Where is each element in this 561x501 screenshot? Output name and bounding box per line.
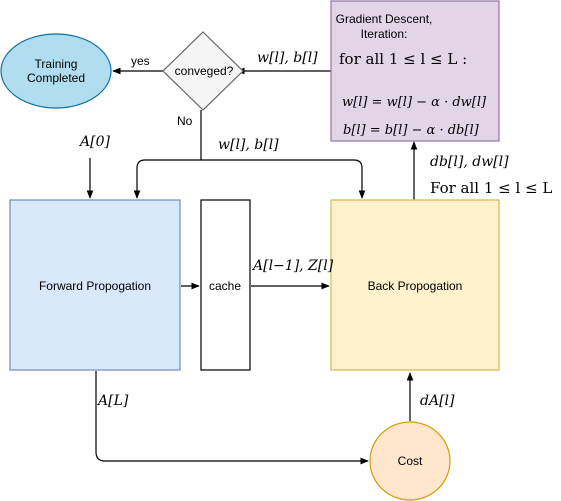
edge-converged-no <box>133 110 202 199</box>
edge-label-wb-top: w[l], b[l] <box>257 50 318 66</box>
edge-label-wb-mid: w[l], b[l] <box>218 137 279 153</box>
gradient-descent-loop: for all 1 ≤ l ≤ L : <box>339 50 467 68</box>
edge-converged-no-back <box>201 159 366 199</box>
training-completed-label-1: Training <box>35 57 78 71</box>
cache-label: cache <box>209 279 241 293</box>
edge-forward-to-cost <box>95 371 369 465</box>
converged-label: conveged? <box>175 64 234 78</box>
back-propagation-node <box>330 199 500 371</box>
edge-label-a0: A[0] <box>78 134 110 150</box>
back-propagation-label: Back Propogation <box>368 279 463 293</box>
gradient-descent-update-b: b[l] = b[l] − α · db[l] <box>343 123 480 138</box>
edge-label-cache-out: A[l−1], Z[l] <box>251 258 334 274</box>
gradient-descent-node <box>330 0 500 142</box>
training-completed-node <box>0 33 112 109</box>
edge-label-dal: dA[l] <box>420 393 455 409</box>
edges <box>86 67 418 465</box>
forward-propagation-node <box>9 199 181 371</box>
cost-label: Cost <box>398 454 423 468</box>
gradient-descent-title-1: Gradient Descent, <box>336 12 433 26</box>
training-completed-label-2: Completed <box>27 71 85 85</box>
edge-label-grads: db[l], dw[l] <box>430 154 509 170</box>
converged-decision-node <box>162 31 244 111</box>
edge-label-grads-loop: For all 1 ≤ l ≤ L <box>430 179 552 197</box>
gradient-descent-update-w: w[l] = w[l] − α · dw[l] <box>342 95 487 110</box>
edge-label-yes: yes <box>131 54 150 68</box>
edge-label-al: A[L] <box>96 393 129 409</box>
cache-node <box>200 199 251 371</box>
gradient-descent-title-2: Iteration: <box>361 27 408 41</box>
cost-node <box>369 421 451 501</box>
edge-label-no: No <box>177 114 193 128</box>
forward-propagation-label: Forward Propogation <box>39 279 151 293</box>
